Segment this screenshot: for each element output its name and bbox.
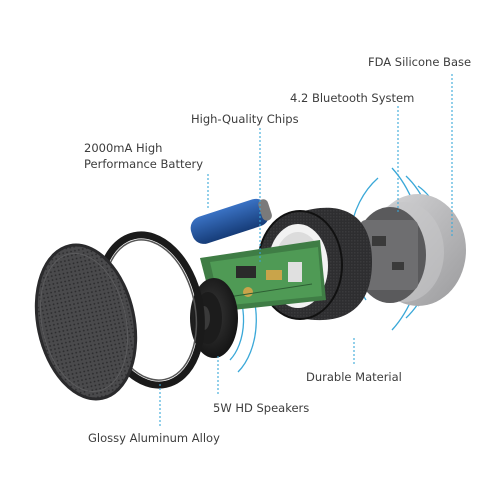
label-battery-line1: 2000mA High [84,141,163,155]
label-fda-silicone-base: FDA Silicone Base [368,55,472,69]
bluetooth-board [354,207,426,303]
leader-lines [159,74,453,428]
label-high-quality-chips: High-Quality Chips [191,112,299,126]
label-durable-material: Durable Material [306,370,402,384]
label-hd-speakers: 5W HD Speakers [213,401,310,415]
battery [190,198,272,244]
label-bluetooth-system: 4.2 Bluetooth System [290,91,415,105]
label-battery-line2: Performance Battery [84,157,204,171]
label-glossy-aluminum-alloy: Glossy Aluminum Alloy [88,431,220,445]
front-grille [34,243,138,401]
